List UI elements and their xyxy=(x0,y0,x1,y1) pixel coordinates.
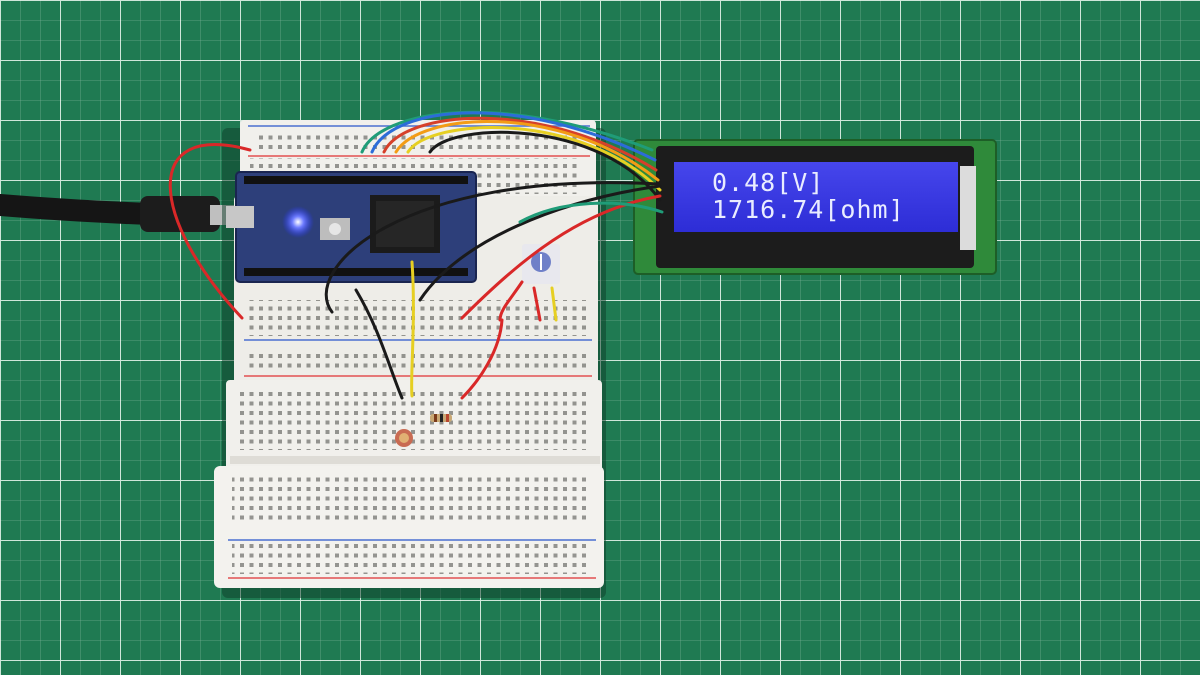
led-icon xyxy=(282,206,314,238)
resistor xyxy=(430,414,452,422)
lcd-screen xyxy=(674,162,958,232)
jumper-wires xyxy=(168,110,664,400)
lcd-line-1: 0.48[V] xyxy=(712,168,824,197)
photoresistor xyxy=(395,429,413,447)
breadboard xyxy=(214,120,604,588)
lcd-module: 0.48[V] 1716.74[ohm] xyxy=(633,139,997,275)
lcd-line-2: 1716.74[ohm] xyxy=(712,195,905,224)
microcontroller-board xyxy=(226,171,477,283)
